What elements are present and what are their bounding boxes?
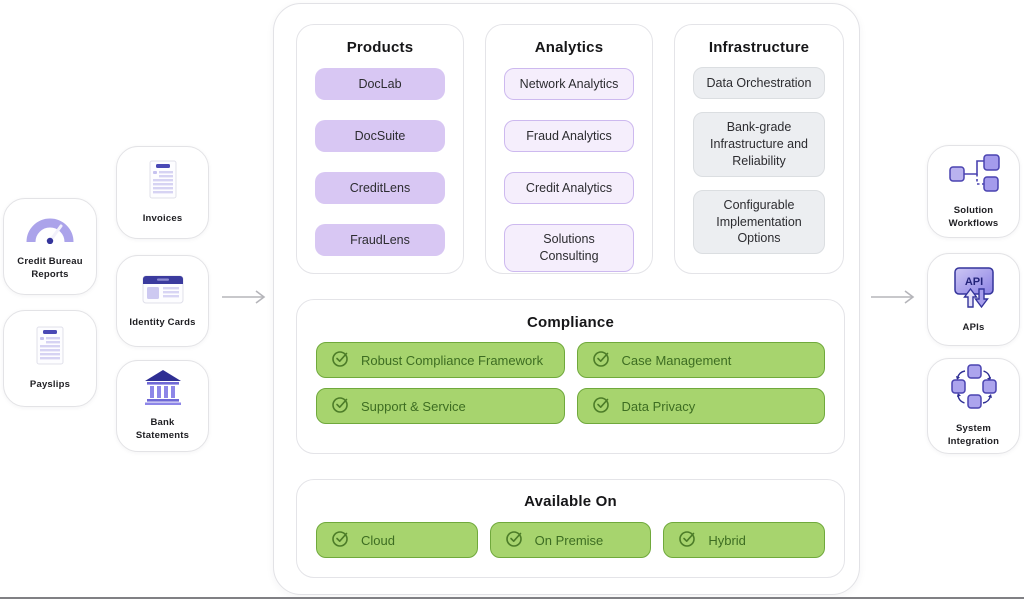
output-card-label: APIs	[962, 322, 985, 334]
check-circle-icon	[678, 529, 697, 551]
id-card-icon	[140, 273, 186, 310]
left-flow-arrow-icon	[220, 288, 268, 311]
compliance-pill: Robust Compliance Framework	[316, 342, 565, 378]
available-on-pill-label: On Premise	[534, 532, 604, 548]
check-circle-icon	[592, 349, 611, 371]
right-flow-arrow-icon	[869, 288, 917, 311]
analytics-title: Analytics	[534, 39, 604, 56]
available-on-pill-label: Cloud	[361, 532, 395, 548]
available-on-pill: On Premise	[489, 522, 652, 558]
platform-panel: Products DocLab DocSuite CreditLens Frau…	[273, 3, 860, 595]
compliance-pill: Data Privacy	[576, 388, 825, 424]
compliance-pill: Support & Service	[316, 388, 565, 424]
check-circle-icon	[592, 395, 611, 417]
compliance-title: Compliance	[526, 314, 615, 331]
infrastructure-pill-stack: Data Orchestration Bank-grade Infrastruc…	[691, 67, 827, 255]
input-card-label: Identity Cards	[129, 316, 196, 328]
input-card-label: Invoices	[142, 213, 183, 225]
input-card-label: Credit Bureau Reports	[17, 255, 83, 280]
check-circle-icon	[331, 395, 350, 417]
analytics-pill-stack: Network Analytics Fraud Analytics Credit…	[502, 68, 636, 272]
analytics-pill: Credit Analytics	[504, 172, 634, 204]
products-pill-stack: DocLab DocSuite CreditLens FraudLens	[313, 68, 447, 256]
invoice-document-icon	[147, 159, 179, 206]
products-title: Products	[346, 39, 414, 56]
output-card-label: Solution Workflows	[948, 204, 999, 229]
payslip-document-icon	[34, 325, 66, 372]
available-on-panel: Available On Cloud On Prem	[296, 479, 845, 578]
product-pill: FraudLens	[315, 224, 445, 256]
input-card-payslips: Payslips	[3, 310, 97, 407]
infrastructure-title: Infrastructure	[708, 39, 810, 56]
compliance-panel: Compliance Robust Compliance Framework	[296, 299, 845, 454]
product-pill: CreditLens	[315, 172, 445, 204]
output-card-solution-workflows: Solution Workflows	[927, 145, 1020, 238]
available-on-pill: Cloud	[316, 522, 478, 558]
infrastructure-pill: Configurable Implementation Options	[693, 189, 825, 255]
bank-building-icon	[142, 369, 184, 410]
product-pill: DocSuite	[315, 120, 445, 152]
check-circle-icon	[331, 349, 350, 371]
page-bottom-edge	[0, 597, 1024, 599]
infrastructure-pill: Data Orchestration	[693, 67, 825, 99]
input-card-invoices: Invoices	[116, 146, 209, 239]
product-pill: DocLab	[315, 68, 445, 100]
check-circle-icon	[331, 529, 350, 551]
available-on-pill-label: Hybrid	[708, 532, 746, 548]
available-on-title: Available On	[524, 493, 617, 510]
system-integration-icon	[950, 363, 998, 416]
workflow-icon	[947, 153, 1001, 198]
compliance-pill: Case Management	[576, 342, 825, 378]
compliance-pill-label: Robust Compliance Framework	[361, 352, 544, 368]
analytics-pill: Solutions Consulting	[504, 224, 634, 272]
input-card-credit-bureau-reports: Credit Bureau Reports	[3, 198, 97, 295]
compliance-pill-grid: Robust Compliance Framework Case Managem…	[297, 342, 844, 424]
output-card-system-integration: System Integration	[927, 358, 1020, 454]
compliance-pill-label: Data Privacy	[621, 398, 696, 414]
products-panel: Products DocLab DocSuite CreditLens Frau…	[296, 24, 464, 274]
input-card-label: Bank Statements	[135, 417, 190, 441]
api-icon: API	[948, 264, 1000, 315]
input-card-label: Payslips	[29, 379, 71, 391]
output-card-label: System Integration	[947, 423, 1000, 447]
input-card-bank-statements: Bank Statements	[116, 360, 209, 452]
output-card-apis: API APIs	[927, 253, 1020, 346]
available-on-pill-grid: Cloud On Premise Hybrid	[297, 522, 844, 558]
compliance-pill-label: Case Management	[621, 352, 732, 368]
analytics-pill: Network Analytics	[504, 68, 634, 100]
analytics-pill: Fraud Analytics	[504, 120, 634, 152]
analytics-panel: Analytics Network Analytics Fraud Analyt…	[485, 24, 653, 274]
api-icon-text: API	[964, 276, 982, 288]
infrastructure-pill: Bank-grade Infrastructure and Reliabilit…	[693, 112, 825, 177]
available-on-pill: Hybrid	[663, 522, 825, 558]
check-circle-icon	[505, 529, 524, 551]
input-card-identity-cards: Identity Cards	[116, 255, 209, 347]
compliance-pill-label: Support & Service	[361, 398, 466, 414]
infrastructure-panel: Infrastructure Data Orchestration Bank-g…	[674, 24, 844, 274]
gauge-icon	[26, 212, 74, 249]
